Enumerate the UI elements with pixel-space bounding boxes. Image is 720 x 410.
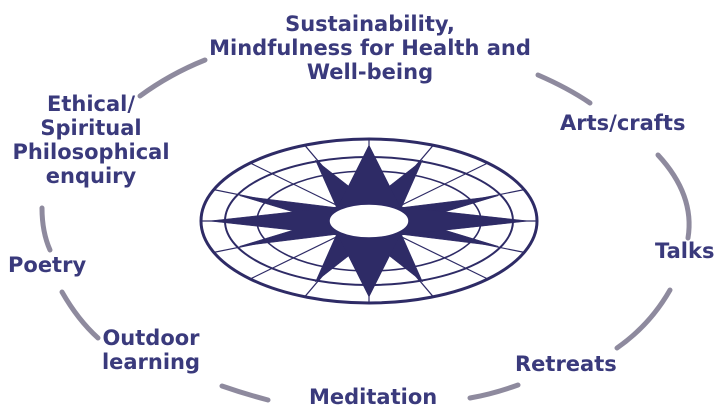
label-ethical-line-2: Spiritual bbox=[40, 116, 142, 140]
compass-rose-icon bbox=[199, 137, 539, 305]
ring-arc-right-upper bbox=[655, 152, 692, 241]
label-ethical-enquiry: Ethical/ Spiritual Philosophical enquiry bbox=[6, 92, 176, 188]
label-outdoor-learning-line-1: Outdoor bbox=[102, 326, 200, 350]
ring-arc-top-left bbox=[137, 57, 208, 99]
label-sustainability: Sustainability, Mindfulness for Health a… bbox=[195, 12, 545, 84]
ring-arc-top-right bbox=[535, 72, 593, 106]
label-poetry: Poetry bbox=[8, 253, 87, 277]
ring-arc-right-lower bbox=[614, 287, 673, 351]
label-outdoor-learning: Outdoor learning bbox=[96, 326, 206, 374]
compass-center bbox=[328, 203, 410, 239]
label-ethical-line-1: Ethical/ bbox=[46, 92, 136, 116]
label-sustainability-line-2: Mindfulness for Health and bbox=[209, 36, 531, 60]
ring-arc-left-lower bbox=[59, 289, 101, 341]
label-arts-crafts: Arts/crafts bbox=[560, 111, 686, 135]
label-ethical-line-3: Philosophical bbox=[12, 140, 170, 164]
label-sustainability-line-3: Well-being bbox=[306, 60, 434, 84]
label-sustainability-line-1: Sustainability, bbox=[285, 12, 455, 36]
label-retreats: Retreats bbox=[515, 352, 617, 376]
ring-arc-bottom-left bbox=[219, 383, 271, 403]
label-ethical-line-4: enquiry bbox=[45, 164, 137, 188]
label-meditation: Meditation bbox=[309, 385, 438, 409]
cycle-ring bbox=[39, 57, 692, 403]
label-talks: Talks bbox=[655, 239, 715, 263]
ring-arc-bottom-right bbox=[467, 382, 521, 401]
label-outdoor-learning-line-2: learning bbox=[101, 350, 201, 374]
ring-arc-left-upper bbox=[39, 205, 53, 253]
